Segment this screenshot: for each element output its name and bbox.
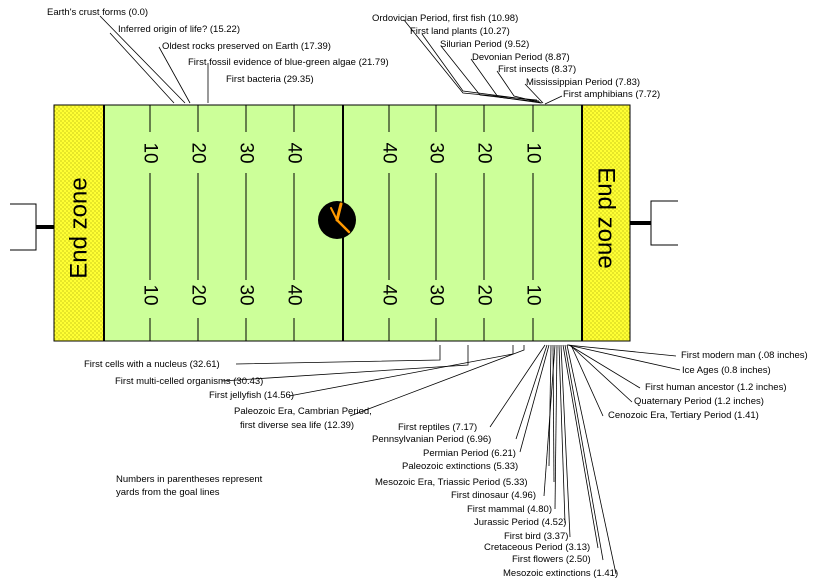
label-first-reptiles: First reptiles (7.17) <box>398 422 477 433</box>
label-pennsylvanian-period: Pennsylvanian Period (6.96) <box>372 434 491 445</box>
yard-lines <box>149 105 534 341</box>
clock-icon <box>318 201 356 239</box>
yard-number-2-upper: 20 <box>188 142 209 163</box>
label-first-jellyfish: First jellyfish (14.56) <box>209 390 294 401</box>
yard-number-1-upper: 10 <box>140 142 161 163</box>
note-line-1: Numbers in parentheses represent <box>116 474 263 485</box>
label-first-human-ancestor: First human ancestor (1.2 inches) <box>645 382 787 393</box>
yard-number-3-lower: 30 <box>236 284 257 305</box>
label-ice-ages: Ice Ages (0.8 inches) <box>682 365 771 376</box>
label-first-amphibians: First amphibians (7.72) <box>563 89 660 100</box>
label-first-bird: First bird (3.37) <box>504 531 568 542</box>
label-first-flowers: First flowers (2.50) <box>512 554 591 565</box>
label-cenozoic-tertiary: Cenozoic Era, Tertiary Period (1.41) <box>608 410 759 421</box>
yard-number-8-upper: 10 <box>523 142 544 163</box>
label-cretaceous-period: Cretaceous Period (3.13) <box>484 542 590 553</box>
label-paleozoic-cambrian: Paleozoic Era, Cambrian Period, <box>234 406 372 417</box>
yard-number-8-lower: 10 <box>523 284 544 305</box>
label-oldest-rocks: Oldest rocks preserved on Earth (17.39) <box>162 41 331 52</box>
note-line-2: yards from the goal lines <box>116 487 220 498</box>
label-first-land-plants: First land plants (10.27) <box>410 26 510 37</box>
label-first-multicelled: First multi-celled organisms (30.43) <box>115 376 263 387</box>
right-goal-post <box>630 200 678 246</box>
label-first-modern-man: First modern man (.08 inches) <box>681 350 808 361</box>
left-end-zone <box>53 104 105 342</box>
label-silurian-period: Silurian Period (9.52) <box>440 39 529 50</box>
label-mississippian-period: Mississippian Period (7.83) <box>526 77 640 88</box>
yard-number-4-lower: 40 <box>284 284 305 305</box>
label-permian-period: Permian Period (6.21) <box>423 448 516 459</box>
yard-numbers: 10 10 20 20 30 30 40 40 40 40 30 30 20 20 10 10 <box>140 142 544 305</box>
leader-lines <box>99 15 681 575</box>
left-end-zone-label: End zone <box>66 177 93 278</box>
label-paleozoic-cambrian-2: first diverse sea life (12.39) <box>240 420 354 431</box>
label-devonian-period: Devonian Period (8.87) <box>472 52 570 63</box>
label-first-insects: First insects (8.37) <box>498 64 576 75</box>
label-quaternary-period: Quaternary Period (1.2 inches) <box>634 396 764 407</box>
yard-number-4-upper: 40 <box>284 142 305 163</box>
label-first-cells-nucleus: First cells with a nucleus (32.61) <box>84 359 220 370</box>
left-goal-post <box>10 203 54 251</box>
label-inferred-origin-of-life: Inferred origin of life? (15.22) <box>118 24 240 35</box>
label-first-dinosaur: First dinosaur (4.96) <box>451 490 536 501</box>
yard-number-1-lower: 10 <box>140 284 161 305</box>
label-first-bacteria: First bacteria (29.35) <box>226 74 314 85</box>
yard-number-5-lower: 40 <box>379 284 400 305</box>
yard-number-2-lower: 20 <box>188 284 209 305</box>
yard-number-3-upper: 30 <box>236 142 257 163</box>
yard-number-6-lower: 30 <box>426 284 447 305</box>
label-jurassic-period: Jurassic Period (4.52) <box>474 517 566 528</box>
yard-number-7-upper: 20 <box>474 142 495 163</box>
label-triassic-period: Mesozoic Era, Triassic Period (5.33) <box>375 477 528 488</box>
yard-number-7-lower: 20 <box>474 284 495 305</box>
label-first-mammal: First mammal (4.80) <box>467 504 552 515</box>
right-end-zone-label: End zone <box>593 167 620 268</box>
label-mesozoic-extinctions: Mesozoic extinctions (1.41) <box>503 568 618 579</box>
label-first-fossil-algae: First fossil evidence of blue-green alga… <box>188 57 389 68</box>
yard-number-6-upper: 30 <box>426 142 447 163</box>
label-earths-crust-forms: Earth's crust forms (0.0) <box>47 7 148 18</box>
yard-number-5-upper: 40 <box>379 142 400 163</box>
label-ordovician-period: Ordovician Period, first fish (10.98) <box>372 13 518 24</box>
label-paleozoic-extinctions: Paleozoic extinctions (5.33) <box>402 461 518 472</box>
